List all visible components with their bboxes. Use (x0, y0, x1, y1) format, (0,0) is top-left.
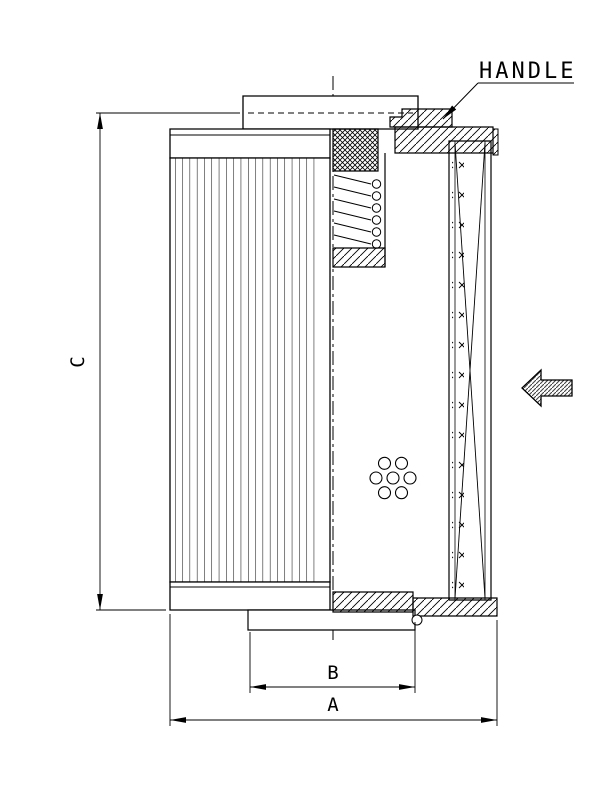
bottom-spigot (248, 610, 415, 630)
drain-holes (370, 457, 416, 498)
dimension-a: A (170, 614, 497, 726)
valve-seal-block (333, 129, 378, 171)
dimension-a-label: A (327, 694, 339, 716)
spring-seat (333, 248, 385, 267)
top-end-cap (170, 129, 330, 158)
dimension-b-label: B (327, 662, 338, 684)
bottom-right-cap (333, 592, 497, 625)
pleated-filter-media (170, 158, 330, 582)
bottom-end-cap (170, 582, 330, 610)
o-ring-section (412, 615, 422, 625)
flow-direction-arrow-icon (522, 370, 572, 406)
handle-callout: HANDLE (443, 59, 576, 119)
handle-callout-label: HANDLE (479, 59, 576, 84)
spring-coils (334, 175, 381, 248)
bypass-valve-and-spring (333, 129, 385, 267)
dimension-c: C (67, 113, 240, 610)
dimension-b: B (250, 622, 415, 693)
support-mesh-tube (449, 141, 491, 600)
dimension-c-label: C (67, 356, 89, 367)
top-right-cap (390, 109, 498, 155)
